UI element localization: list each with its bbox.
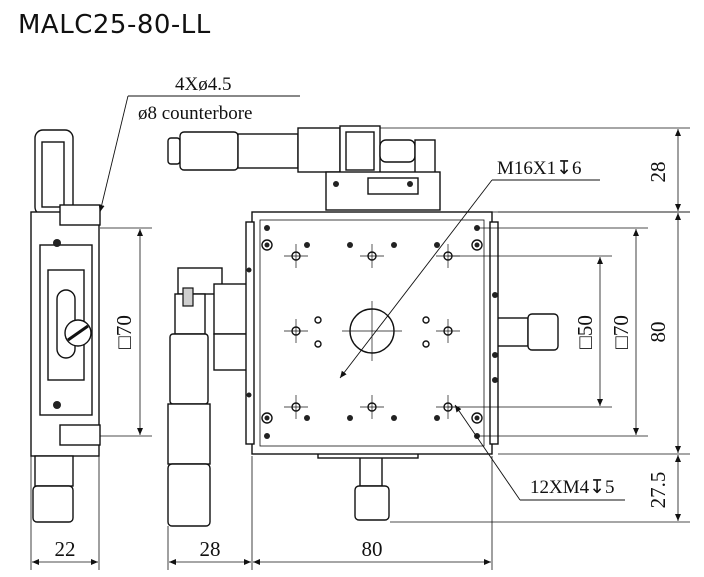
dim-80-vertical: 80 <box>646 322 670 343</box>
holes-callout <box>98 95 300 213</box>
drawing-title: MALC25-80-LL <box>18 10 211 40</box>
holes-callout-line1: 4Xø4.5 <box>175 74 231 95</box>
dim-28-bottom: 28 <box>200 537 221 561</box>
tapped-callout-text: 12XM4↧5 <box>530 477 615 498</box>
dim-80-bottom: 80 <box>362 537 383 561</box>
counterbore-holes <box>261 225 483 439</box>
holes-callout-line2: ø8 counterbore <box>138 103 252 124</box>
dim-square-50: □50 <box>573 315 597 349</box>
side-view <box>30 129 152 570</box>
dim-27-5: 27.5 <box>646 472 670 509</box>
dim-28-vertical: 28 <box>646 162 670 183</box>
top-view <box>167 125 559 527</box>
dim-square-70-left: □70 <box>112 315 136 349</box>
bottom-dimensions <box>32 456 493 570</box>
thread-callout-text: M16X1↧6 <box>497 158 582 179</box>
dim-square-70-right: □70 <box>609 315 633 349</box>
tapped-callout <box>454 404 625 501</box>
thread-callout <box>339 179 600 379</box>
dim-22: 22 <box>55 537 76 561</box>
right-dimensions <box>380 127 690 523</box>
